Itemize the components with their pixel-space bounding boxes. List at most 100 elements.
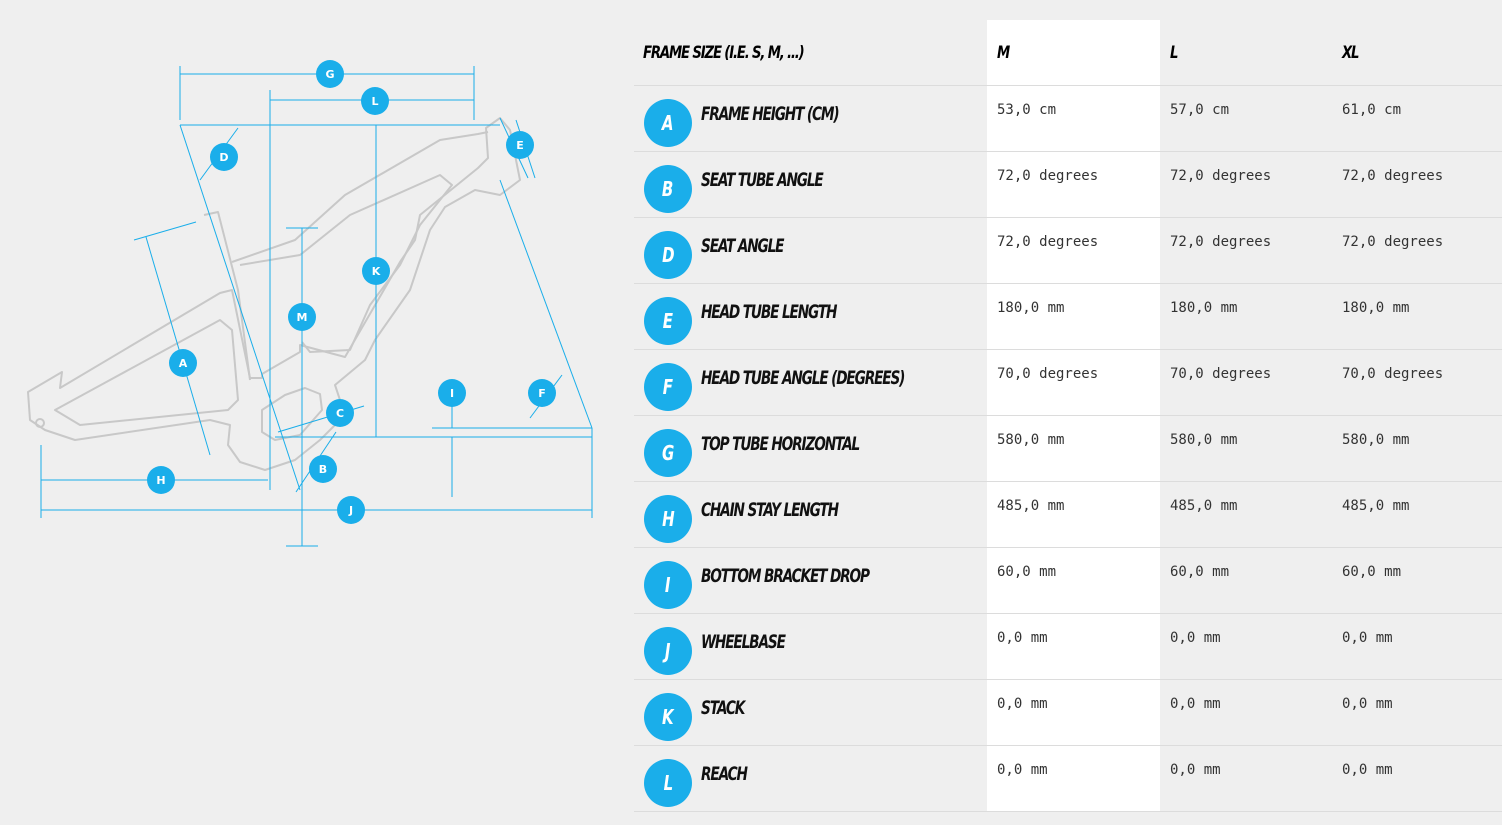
row-name: SEAT TUBE ANGLE [701,169,824,191]
table-row: A FRAME HEIGHT (CM) 53,0 cm 57,0 cm 61,0 … [634,85,1502,152]
geometry-table: FRAME SIZE (I.E. S, M, ...) M L XL A FRAM… [634,20,1502,812]
value-m: 60,0 mm [997,564,1057,580]
svg-text:M: M [297,311,308,324]
row-letter-badge: L [644,759,692,807]
bike-frame-outline [27,117,521,471]
value-m: 53,0 cm [997,102,1057,118]
table-header-row: FRAME SIZE (I.E. S, M, ...) M L XL [634,20,1502,86]
marker-d: D [210,143,238,171]
table-row: G TOP TUBE HORIZONTAL 580,0 mm 580,0 mm 5… [634,415,1502,482]
row-name: STACK [701,697,745,719]
row-letter-badge: E [644,297,692,345]
value-l: 70,0 degrees [1170,366,1272,382]
value-m: 72,0 degrees [997,168,1099,184]
value-xl: 0,0 mm [1342,630,1393,646]
marker-g: G [316,60,344,88]
row-name: REACH [701,763,748,785]
row-name: FRAME HEIGHT (CM) [701,103,840,125]
table-row: D SEAT ANGLE 72,0 degrees 72,0 degrees 72… [634,217,1502,284]
row-name: HEAD TUBE ANGLE (DEGREES) [701,367,905,389]
value-l: 72,0 degrees [1170,168,1272,184]
value-l: 57,0 cm [1170,102,1230,118]
row-letter-badge: H [644,495,692,543]
value-xl: 70,0 degrees [1342,366,1444,382]
value-xl: 72,0 degrees [1342,234,1444,250]
value-l: 60,0 mm [1170,564,1230,580]
table-row: K STACK 0,0 mm 0,0 mm 0,0 mm [634,679,1502,746]
svg-text:F: F [538,387,546,400]
marker-b: B [309,455,337,483]
marker-l: L [361,87,389,115]
value-l: 0,0 mm [1170,762,1221,778]
value-xl: 61,0 cm [1342,102,1402,118]
value-xl: 0,0 mm [1342,696,1393,712]
row-letter-badge: J [644,627,692,675]
svg-text:H: H [156,474,165,487]
header-size-m: M [987,20,1160,86]
row-letter-badge: D [644,231,692,279]
svg-text:E: E [516,139,524,152]
value-l: 0,0 mm [1170,696,1221,712]
row-name: TOP TUBE HORIZONTAL [701,433,860,455]
svg-text:B: B [319,463,327,476]
marker-h: H [147,466,175,494]
row-letter-badge: G [644,429,692,477]
value-m: 0,0 mm [997,696,1048,712]
row-letter-badge: K [644,693,692,741]
value-m: 485,0 mm [997,498,1065,514]
marker-a: A [169,349,197,377]
frame-diagram-svg: G L D E K M A I F C B H J [27,60,593,547]
value-m: 70,0 degrees [997,366,1099,382]
table-row: B SEAT TUBE ANGLE 72,0 degrees 72,0 degre… [634,151,1502,218]
value-l: 72,0 degrees [1170,234,1272,250]
table-row: E HEAD TUBE LENGTH 180,0 mm 180,0 mm 180,… [634,283,1502,350]
value-xl: 72,0 degrees [1342,168,1444,184]
row-letter-badge: B [644,165,692,213]
svg-text:I: I [450,387,454,400]
svg-text:D: D [219,151,228,164]
marker-f: F [528,379,556,407]
table-row: J WHEELBASE 0,0 mm 0,0 mm 0,0 mm [634,613,1502,680]
svg-text:J: J [348,504,353,517]
marker-i: I [438,379,466,407]
table-row: I BOTTOM BRACKET DROP 60,0 mm 60,0 mm 60,… [634,547,1502,614]
value-l: 180,0 mm [1170,300,1238,316]
value-xl: 180,0 mm [1342,300,1410,316]
value-l: 580,0 mm [1170,432,1238,448]
svg-text:A: A [179,357,188,370]
header-size-xl: XL [1332,20,1502,86]
marker-j: J [337,496,365,524]
svg-text:L: L [371,95,378,108]
diagram-markers: G L D E K M A I F C B H J [147,60,556,524]
svg-text:C: C [336,407,344,420]
row-name: BOTTOM BRACKET DROP [701,565,870,587]
value-m: 180,0 mm [997,300,1065,316]
marker-c: C [326,399,354,427]
value-xl: 60,0 mm [1342,564,1402,580]
value-m: 580,0 mm [997,432,1065,448]
row-letter-badge: F [644,363,692,411]
value-m: 72,0 degrees [997,234,1099,250]
row-letter-badge: A [644,99,692,147]
row-name: HEAD TUBE LENGTH [701,301,837,323]
row-name: WHEELBASE [701,631,786,653]
svg-text:G: G [325,68,334,81]
value-xl: 485,0 mm [1342,498,1410,514]
marker-k: K [362,257,390,285]
value-l: 0,0 mm [1170,630,1221,646]
value-xl: 0,0 mm [1342,762,1393,778]
row-letter-badge: I [644,561,692,609]
svg-text:K: K [372,265,381,278]
value-xl: 580,0 mm [1342,432,1410,448]
row-name: CHAIN STAY LENGTH [701,499,839,521]
marker-e: E [506,131,534,159]
row-name: SEAT ANGLE [701,235,785,257]
frame-geometry-diagram: G L D E K M A I F C B H J [0,0,620,825]
marker-m: M [288,303,316,331]
value-m: 0,0 mm [997,630,1048,646]
value-l: 485,0 mm [1170,498,1238,514]
table-row: H CHAIN STAY LENGTH 485,0 mm 485,0 mm 485… [634,481,1502,548]
